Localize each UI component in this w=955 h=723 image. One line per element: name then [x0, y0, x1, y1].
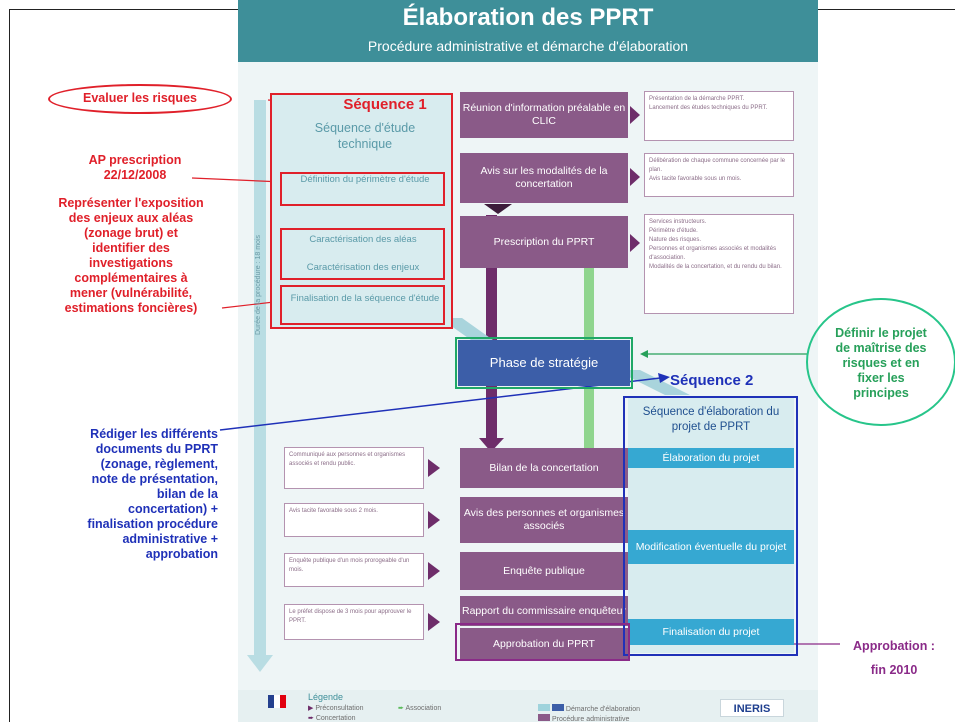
step-finalisation-projet: Finalisation du projet: [628, 619, 794, 645]
legend-item-concertation: ➨ Concertation: [308, 715, 356, 722]
legend-item-association: ➨ Association: [398, 705, 442, 712]
strategy-frame: [455, 337, 633, 389]
ap-prescription-label: AP prescription 22/12/2008: [88, 153, 182, 182]
strategy-phase: Phase de stratégie: [458, 340, 630, 386]
association-icon: ➨: [398, 705, 406, 712]
step-perimetre: Définition du périmètre d'étude: [300, 174, 430, 185]
note-avis-personnes: Avis tacite favorable sous 2 mois.: [284, 503, 424, 537]
step-finalisation: Finalisation de la séquence d'étude: [290, 293, 440, 304]
association-arrow-shaft: [584, 265, 594, 345]
technical-sequence-panel: [272, 95, 452, 327]
step-modification-projet: Modification éventuelle du projet: [628, 530, 794, 564]
finalisation-frame: [280, 285, 445, 325]
sequence2-frame: [623, 396, 798, 656]
definir-label: Définir le projet de maîtrise des risque…: [835, 326, 927, 400]
note-approbation: Le préfet dispose de 3 mois pour approuv…: [284, 604, 424, 640]
approbation-label: Approbation : fin 2010: [853, 639, 935, 677]
evaluer-label: Evaluer les risques: [83, 91, 197, 105]
duration-arrow-shaft: [254, 100, 266, 655]
legend-item-preconsultation: ▶ Préconsultation: [308, 705, 364, 712]
sequence1-frame: [270, 93, 453, 329]
ineris-logo: INERIS: [720, 699, 784, 717]
note-pointers-left: [428, 459, 440, 631]
legend-title: Légende: [308, 692, 344, 702]
note-avis: Délibération de chaque commune concernée…: [644, 153, 794, 197]
note-reunion: Présentation de la démarche PPRT. Lancem…: [644, 91, 794, 141]
duration-label: Durée de la procédure : 18 mois: [255, 235, 262, 335]
preconsultation-icon: ▶: [308, 705, 316, 712]
approbation-frame: [455, 623, 630, 661]
elaboration-swatch-icon-2: [551, 704, 564, 711]
legend-item-elaboration: Démarche d'élaboration: [538, 704, 640, 713]
step-bilan: Bilan de la concertation: [460, 448, 628, 488]
elaboration-sequence-title: Séquence d'élaboration du projet de PPRT: [642, 406, 780, 433]
technical-sequence-title: Séquence d'étude technique: [314, 121, 416, 151]
perimetre-frame: [280, 172, 445, 206]
step-reunion: Réunion d'information préalable en CLIC: [460, 92, 628, 138]
step-aleas: Caractérisation des aléas: [309, 234, 417, 245]
step-enquete: Enquête publique: [460, 552, 628, 590]
poster-header: Élaboration des PPRT Procédure administr…: [238, 0, 818, 62]
procedure-swatch-icon: [538, 714, 550, 721]
elaboration-sequence-panel: [628, 398, 794, 653]
evaluer-ellipse: [48, 84, 232, 114]
sequence2-label: Séquence 2: [670, 372, 754, 389]
poster-title: Élaboration des PPRT: [402, 4, 654, 31]
step-enjeux: Caractérisation des enjeux: [306, 262, 420, 273]
step-avis-modalites: Avis sur les modalités de la concertatio…: [460, 153, 628, 203]
note-bilan: Communiqué aux personnes et organismes a…: [284, 447, 424, 489]
sequence1-label: Séquence 1: [343, 96, 427, 113]
note-enquete: Enquête publique d'un mois prorogeable d…: [284, 553, 424, 587]
rediger-label: Rédiger les différents documents du PPRT…: [87, 427, 218, 561]
flow-strategy-to-right: [615, 370, 690, 395]
legend-item-procedure: Procédure administrative: [538, 714, 629, 723]
note-prescription: Services instructeurs. Périmètre d'étude…: [644, 214, 794, 314]
concertation-icon: ➨: [308, 715, 316, 722]
avis-arrow-head: [484, 204, 512, 214]
step-avis-personnes: Avis des personnes et organismes associé…: [460, 497, 628, 543]
representer-label: Représenter l'exposition des enjeux aux …: [58, 196, 204, 315]
republique-logo: [268, 695, 286, 708]
legend-panel: Légende ▶ Préconsultation ➨ Association …: [238, 690, 818, 723]
step-elaboration-projet: Élaboration du projet: [628, 448, 794, 468]
association-arrow-shaft-lower: [584, 388, 594, 450]
step-rapport: Rapport du commissaire enquêteur: [460, 596, 628, 626]
aleas-enjeux-frame: [280, 228, 445, 280]
duration-arrow-head: [247, 655, 273, 672]
step-prescription: Prescription du PPRT: [460, 216, 628, 268]
elaboration-swatch-icon: [538, 704, 550, 711]
note-pointers-right: [630, 106, 640, 252]
poster-subtitle: Procédure administrative et démarche d'é…: [367, 38, 689, 54]
central-arrow-shaft: [486, 215, 497, 440]
step-approbation: Approbation du PPRT: [460, 628, 628, 660]
central-arrow-head: [479, 438, 504, 452]
